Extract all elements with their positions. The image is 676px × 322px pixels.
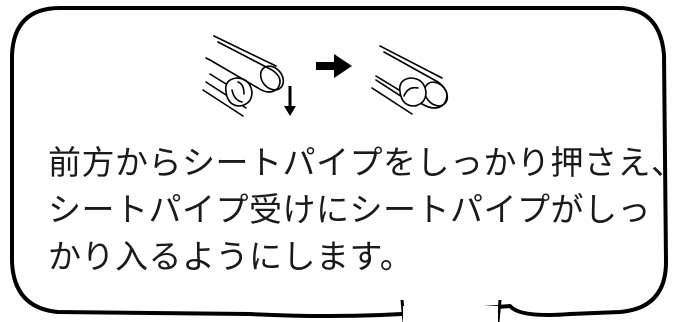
instruction-line-3: かり入るようにします。: [48, 237, 414, 276]
instruction-text: 前方からシートパイプをしっかり押さえ、 シートパイプ受けにシートパイプがしっ か…: [48, 139, 676, 280]
right-arrow-icon: [316, 54, 352, 78]
seat-pipe-illustration: [202, 35, 449, 117]
instruction-line-2: シートパイプ受けにシートパイプがしっ: [48, 190, 651, 229]
down-arrow-icon: [284, 86, 296, 116]
instruction-line-1: 前方からシートパイプをしっかり押さえ、: [48, 143, 676, 182]
seat-pipe-before: [202, 35, 285, 117]
seat-pipe-after: [371, 45, 449, 115]
